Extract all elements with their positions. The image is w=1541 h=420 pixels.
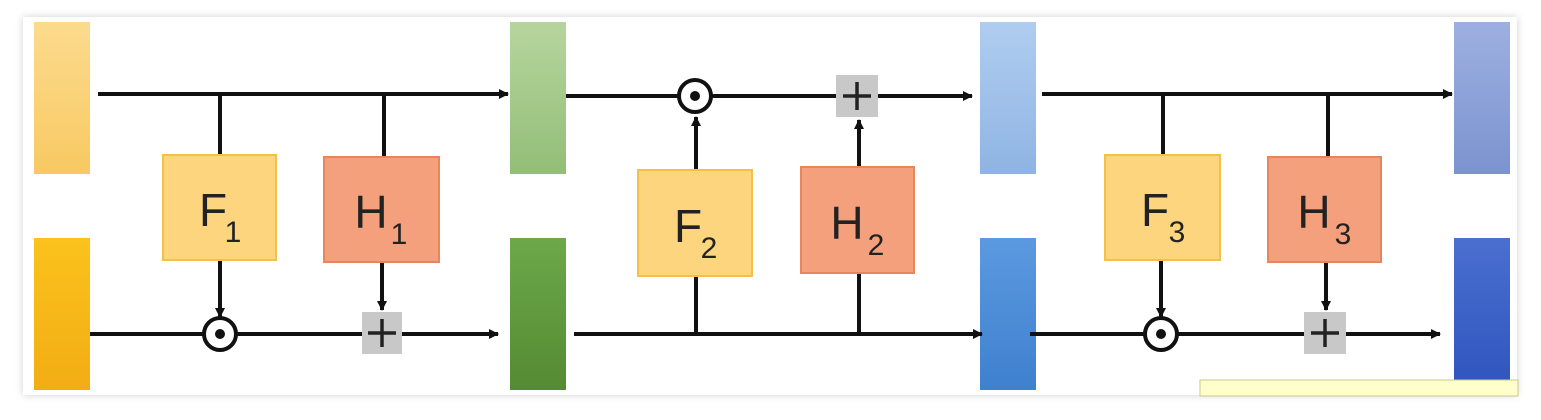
stage3-add-operator [1304,312,1346,354]
stage1-F-subscript: 1 [225,216,242,249]
stage1-H-letter: H [354,186,387,238]
input-bottom-bar [34,238,90,390]
stage3-H-block: H 3 [1267,156,1382,263]
plus-icon [843,82,871,110]
stage2-H-block: H 2 [800,166,915,274]
stage3-H-subscript: 3 [1335,218,1352,251]
stage1-H-subscript: 1 [391,218,408,251]
stage1-H-block: H 1 [323,156,440,263]
stage2-top-bar [980,22,1036,174]
stage1-multiply-operator [202,316,238,352]
stage2-add-operator [836,75,878,117]
stage1-add-operator [362,312,402,354]
stage2-F-letter: F [674,200,702,252]
stage2-H-subscript: 2 [868,229,885,262]
stage3-F-subscript: 3 [1169,216,1186,249]
feature-bars [34,22,1510,390]
plus-icon [1311,319,1339,347]
stage2-F-subscript: 2 [701,232,718,265]
input-top-bar [34,22,90,174]
stage2-H-letter: H [830,197,863,249]
multiply-icon [1156,329,1166,339]
stage3-F-letter: F [1141,184,1169,236]
stage1-F-block: F 1 [162,154,277,261]
stage1-top-bar [510,22,566,174]
stage3-H-letter: H [1297,186,1330,238]
partial-note-box [1199,379,1519,397]
output-top-bar [1454,22,1510,174]
stage2-bottom-bar [980,238,1036,390]
stage1-F-letter: F [199,184,227,236]
stage1-bottom-bar [510,238,566,390]
stage3-F-block: F 3 [1104,154,1221,261]
stage2-F-block: F 2 [637,169,753,277]
output-bottom-bar [1454,238,1510,390]
stage2-multiply-operator [677,78,713,114]
connections [90,89,1453,339]
multiply-icon [690,91,700,101]
multiply-icon [215,329,225,339]
stage3-multiply-operator [1143,316,1179,352]
plus-icon [368,319,396,347]
